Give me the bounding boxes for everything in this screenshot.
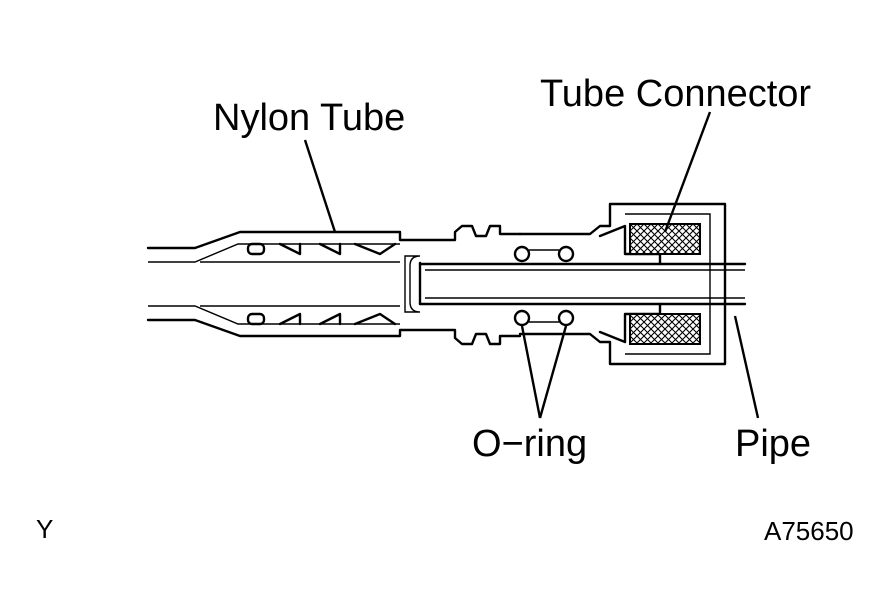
- retainer-top: [629, 223, 701, 255]
- leader-tube-connector: [663, 111, 712, 233]
- corner-mark: Y: [36, 514, 53, 544]
- label-tube-connector: Tube Connector: [540, 73, 811, 115]
- leader-o-ring-1: [520, 325, 542, 419]
- leader-pipe: [733, 315, 760, 419]
- leader-o-ring-2: [538, 325, 568, 419]
- o-ring-1-top: [513, 245, 531, 263]
- tube-connector-body: [518, 202, 727, 366]
- o-ring-2-top: [557, 245, 575, 263]
- retainer-bottom: [629, 313, 701, 345]
- pipe-body: [404, 255, 747, 313]
- o-ring-set: [513, 245, 575, 327]
- label-nylon-tube: Nylon Tube: [213, 97, 405, 139]
- o-ring-1-bottom: [513, 309, 531, 327]
- nylon-tube-body: [146, 224, 522, 346]
- label-o-ring: O−ring: [472, 423, 587, 465]
- o-ring-2-bottom: [557, 309, 575, 327]
- figure-code: A75650: [764, 516, 854, 546]
- leader-nylon-tube: [303, 139, 337, 233]
- label-pipe: Pipe: [735, 423, 811, 465]
